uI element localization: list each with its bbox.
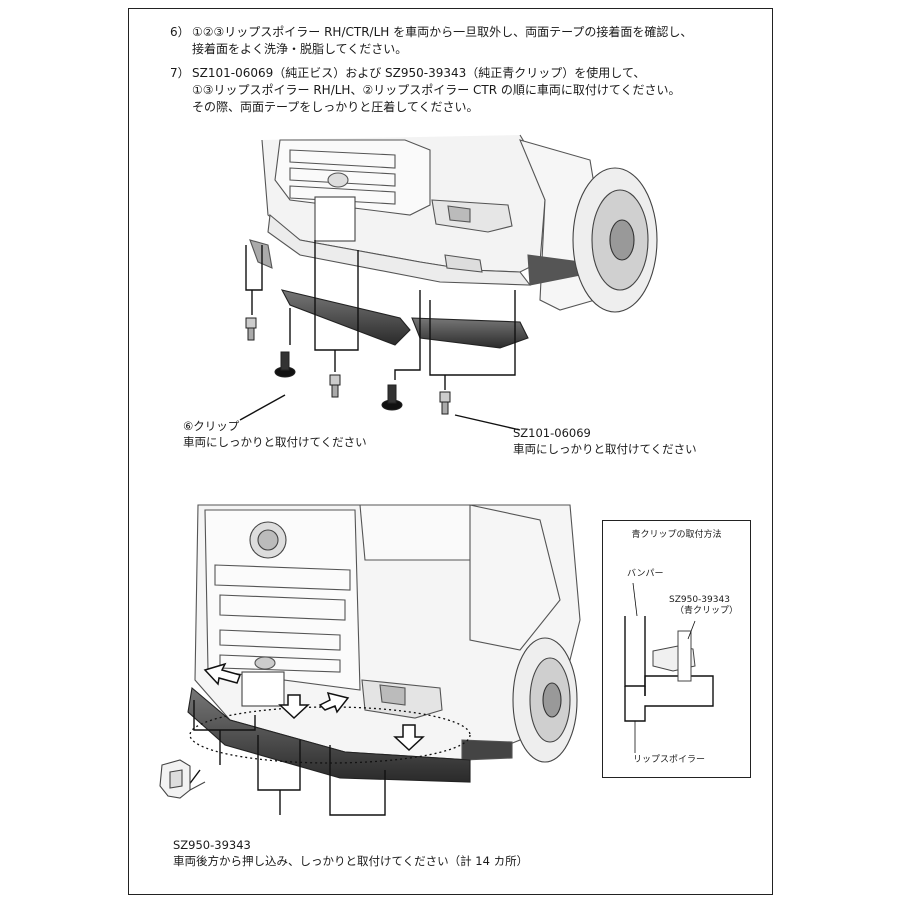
screw-note: 車両にしっかりと取付けてください: [513, 442, 697, 456]
bottom-truck-illustration: [187, 504, 581, 783]
inset-spoiler-label: リップスポイラー: [633, 755, 706, 765]
clip-icon: [381, 384, 403, 411]
page-frame: [128, 8, 773, 895]
inset-diagram: [624, 582, 714, 753]
blue-clip-callout: SZ950-39343 車両後方から押し込み、しっかりと取付けてください（計 1…: [173, 837, 528, 869]
blue-clip-note: 車両後方から押し込み、しっかりと取付けてください（計 14 カ所）: [173, 854, 529, 868]
top-truck-illustration: [249, 134, 658, 349]
clip-callout: ⑥クリップ 車両にしっかりと取付けてください: [183, 418, 367, 450]
screw-icon: [439, 391, 451, 415]
inset-part-sub-label: （青クリップ）: [675, 606, 739, 616]
step-6-line1: ①②③リップスポイラー RH/CTR/LH を車両から一旦取外し、両面テープの接…: [192, 25, 693, 39]
step-7: 7）SZ101-06069（純正ビス）および SZ950-39343（純正青クリ…: [170, 65, 681, 116]
blue-clip-icon: [159, 759, 206, 799]
screw-icon: [245, 317, 257, 341]
step-7-number: 7）: [170, 66, 190, 80]
bottom-arrows: [203, 662, 425, 752]
inset-title: 青クリップの取付方法: [631, 530, 722, 540]
clip-label: ⑥クリップ: [183, 419, 240, 433]
fasteners: [245, 317, 451, 415]
blue-clip-part-number: SZ950-39343: [173, 838, 251, 852]
top-leader-lines: [239, 240, 521, 431]
step-7-line2: ①③リップスポイラー RH/LH、②リップスポイラー CTR の順に車両に取付け…: [192, 83, 681, 97]
screw-callout: SZ101-06069 車両にしっかりと取付けてください: [513, 425, 697, 457]
inset-part-label: SZ950-39343: [669, 595, 730, 605]
inset-bumper-label: バンパー: [627, 569, 664, 579]
bottom-leader-lines: [184, 700, 386, 816]
step-6-number: 6）: [170, 25, 190, 39]
blue-clip-inset: 青クリップの取付方法 バンパー SZ950-39343 （青クリップ） リップス…: [602, 520, 751, 778]
screw-icon: [329, 374, 341, 398]
clip-note: 車両にしっかりと取付けてください: [183, 435, 367, 449]
screw-part-number: SZ101-06069: [513, 426, 591, 440]
step-6: 6）①②③リップスポイラー RH/CTR/LH を車両から一旦取外し、両面テープ…: [170, 24, 692, 58]
clip-icon: [274, 351, 296, 378]
step-6-line2: 接着面をよく洗浄・脱脂してください。: [192, 42, 408, 56]
step-7-line3: その際、両面テープをしっかりと圧着してください。: [192, 100, 479, 114]
step-7-line1: SZ101-06069（純正ビス）および SZ950-39343（純正青クリップ…: [192, 66, 646, 80]
